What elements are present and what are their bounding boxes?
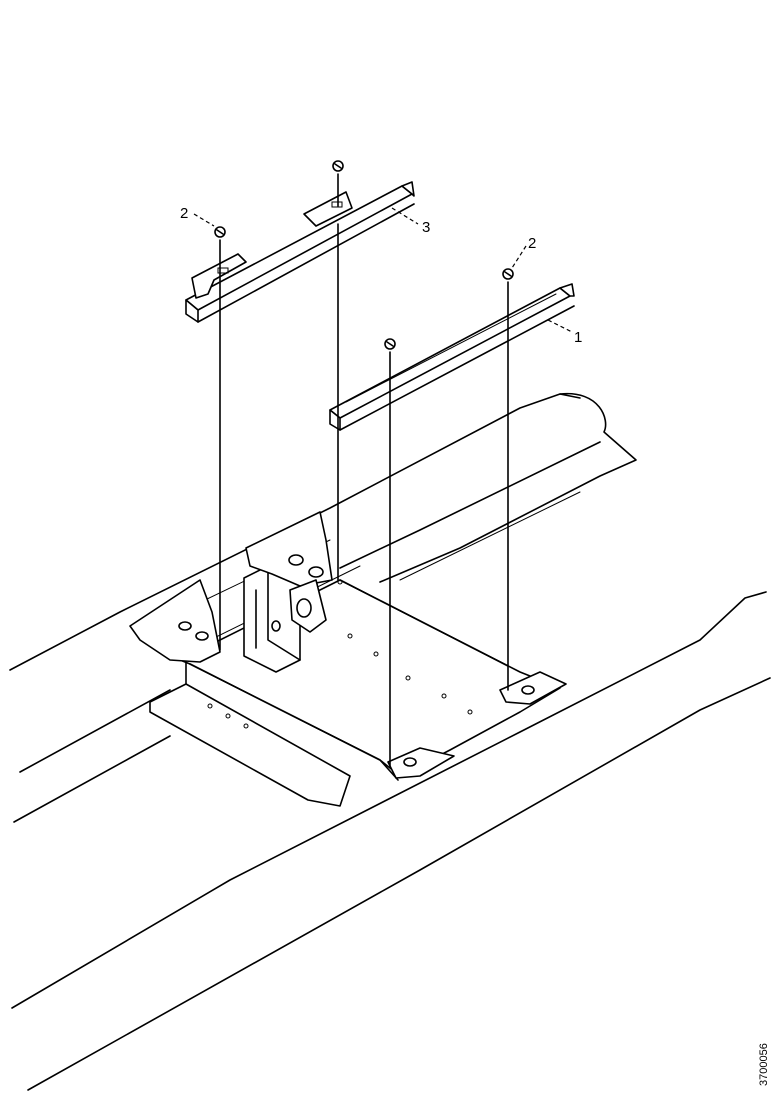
part-3-mounting-rail — [185, 181, 415, 323]
frame-crossmember — [129, 511, 567, 807]
callout-leaders — [193, 207, 573, 333]
callout-part-2-right: 2 — [528, 235, 536, 252]
bolt-top-center — [332, 160, 344, 172]
callout-part-1: 1 — [574, 329, 582, 346]
callout-part-3: 3 — [422, 219, 430, 236]
bolt-right — [502, 268, 514, 280]
frame-rails — [9, 392, 771, 1091]
assembly-lines — [219, 173, 509, 767]
bolt-left — [214, 226, 226, 238]
part-2-bolts — [214, 160, 514, 350]
part-1-mounting-rail — [329, 283, 575, 431]
document-id: 3700056 — [758, 1043, 770, 1086]
bolt-center — [384, 338, 396, 350]
callout-part-2-left: 2 — [180, 205, 188, 222]
